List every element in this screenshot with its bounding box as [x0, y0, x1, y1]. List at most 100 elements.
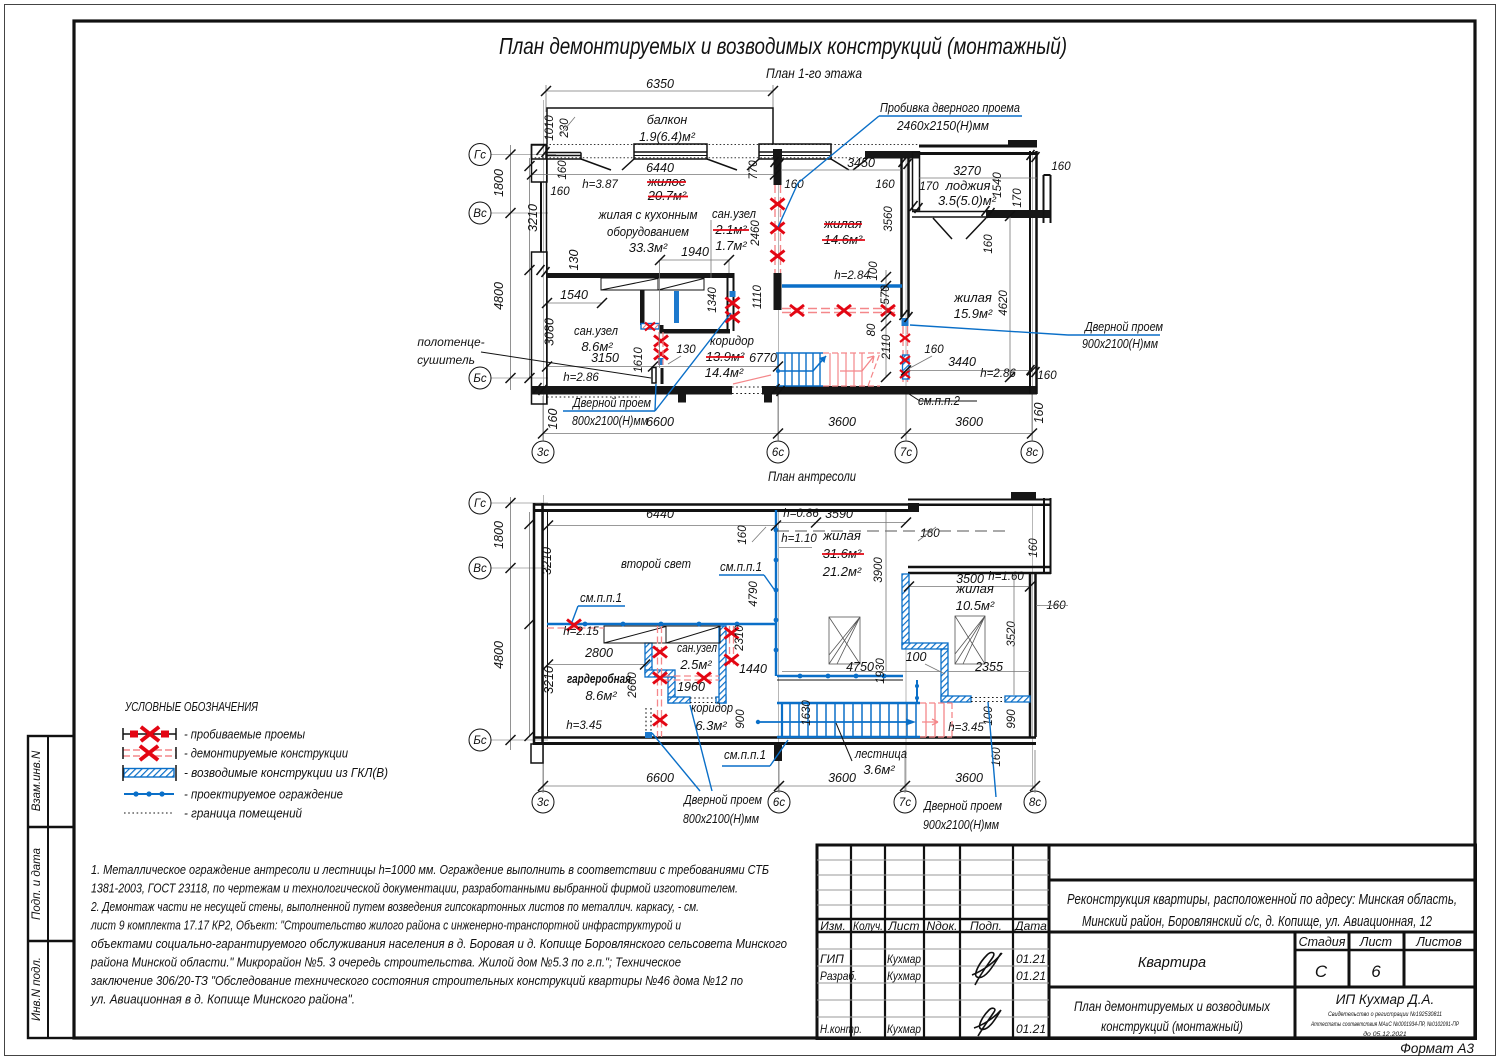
svg-text:160: 160	[1032, 403, 1046, 424]
svg-text:h=3.45: h=3.45	[566, 720, 602, 732]
svg-text:900х2100(Н)мм: 900х2100(Н)мм	[1082, 336, 1158, 351]
svg-text:ГИП: ГИП	[820, 952, 844, 966]
svg-text:Н.контр.: Н.контр.	[820, 1022, 862, 1036]
svg-text:770: 770	[748, 160, 760, 180]
svg-text:1.7м²: 1.7м²	[715, 238, 747, 253]
svg-text:7с: 7с	[899, 797, 911, 809]
svg-text:Гс: Гс	[474, 498, 486, 510]
svg-text:80: 80	[866, 323, 878, 336]
svg-text:6600: 6600	[646, 771, 674, 785]
svg-text:6770: 6770	[749, 351, 777, 365]
svg-text:конструкций (монтажный): конструкций (монтажный)	[1101, 1019, 1243, 1034]
svg-text:1110: 1110	[752, 284, 764, 308]
svg-text:8.6м²: 8.6м²	[585, 688, 617, 703]
svg-text:h=2.84: h=2.84	[834, 270, 870, 282]
svg-text:130: 130	[676, 344, 696, 356]
svg-text:900: 900	[735, 709, 747, 729]
svg-text:Дверной проем: Дверной проем	[571, 395, 651, 410]
svg-text:Вс: Вс	[473, 563, 487, 575]
svg-text:План антресоли: План антресоли	[768, 468, 856, 484]
svg-text:2460: 2460	[750, 220, 762, 247]
svg-text:План 1-го этажа: План 1-го этажа	[766, 65, 862, 81]
svg-text:4800: 4800	[492, 282, 506, 310]
svg-text:2.5м²: 2.5м²	[679, 657, 712, 672]
svg-text:20.7м²: 20.7м²	[647, 188, 687, 203]
svg-text:ул. Авиационная в д. Копище Ми: ул. Авиационная в д. Копище Минского рай…	[90, 992, 355, 1007]
svg-text:Квартира: Квартира	[1138, 955, 1206, 971]
svg-text:900х2100(Н)мм: 900х2100(Н)мм	[923, 817, 999, 832]
svg-text:лист 9 комплекта 17.17 КР2, О: лист 9 комплекта 17.17 КР2, Объект: "Стр…	[90, 918, 681, 933]
svg-text:ИП Кухмар Д.А.: ИП Кухмар Д.А.	[1336, 992, 1435, 1007]
svg-text:УСЛОВНЫЕ ОБОЗНАЧЕНИЯ: УСЛОВНЫЕ ОБОЗНАЧЕНИЯ	[124, 699, 258, 714]
svg-text:3080: 3080	[543, 318, 557, 346]
svg-text:сан.узел: сан.узел	[712, 206, 757, 221]
svg-text:Дата: Дата	[1013, 919, 1047, 933]
svg-text:1800: 1800	[492, 169, 506, 197]
svg-text:3600: 3600	[955, 771, 983, 785]
svg-text:800х2100(Н)мм: 800х2100(Н)мм	[683, 811, 759, 826]
svg-text:3270: 3270	[953, 164, 981, 178]
svg-text:оборудованием: оборудованием	[607, 224, 689, 239]
svg-text:h=2.86: h=2.86	[980, 368, 1016, 380]
svg-text:h=3.45: h=3.45	[948, 722, 984, 734]
svg-text:1540: 1540	[560, 288, 588, 302]
svg-text:- граница помещений: - граница помещений	[184, 807, 302, 821]
svg-text:4620: 4620	[998, 290, 1010, 316]
svg-text:h=2.86: h=2.86	[563, 372, 599, 384]
svg-text:Кухмар: Кухмар	[887, 969, 921, 983]
svg-text:второй свет: второй свет	[621, 556, 691, 571]
svg-text:жилая с кухонным: жилая с кухонным	[598, 207, 698, 222]
svg-text:10.5м²: 10.5м²	[956, 598, 995, 613]
svg-text:160: 160	[920, 528, 940, 540]
svg-text:3150: 3150	[591, 351, 619, 365]
svg-text:Листов: Листов	[1415, 935, 1462, 949]
svg-text:7с: 7с	[900, 447, 912, 459]
svg-text:2800: 2800	[584, 646, 613, 660]
svg-text:1630: 1630	[801, 700, 813, 726]
svg-text:3600: 3600	[828, 771, 856, 785]
svg-text:6с: 6с	[773, 797, 785, 809]
svg-text:см.п.п.1: см.п.п.1	[580, 590, 622, 605]
svg-text:1610: 1610	[633, 347, 645, 373]
svg-text:Аттестаты соответствия МАиС №0: Аттестаты соответствия МАиС №0001934-ПР,…	[1310, 1021, 1459, 1028]
svg-text:160: 160	[737, 525, 749, 545]
svg-text:h=1.10: h=1.10	[781, 533, 817, 545]
svg-text:1440: 1440	[739, 662, 767, 676]
svg-text:Гс: Гс	[474, 150, 486, 162]
svg-text:План демонтируемых и возводимы: План демонтируемых и возводимых конструк…	[499, 33, 1067, 59]
svg-text:3600: 3600	[955, 415, 983, 429]
svg-text:1340: 1340	[707, 287, 719, 313]
svg-text:160: 160	[991, 747, 1003, 767]
svg-text:3с: 3с	[537, 797, 549, 809]
svg-text:160: 160	[1028, 538, 1040, 558]
svg-text:21.2м²: 21.2м²	[822, 564, 862, 579]
svg-text:160: 160	[875, 179, 895, 191]
svg-text:1930: 1930	[875, 658, 887, 684]
svg-text:Бс: Бс	[473, 735, 486, 747]
svg-text:3с: 3с	[537, 447, 549, 459]
svg-text:160: 160	[1046, 600, 1066, 612]
svg-text:3600: 3600	[828, 415, 856, 429]
svg-text:2310: 2310	[734, 625, 746, 652]
svg-text:1960: 1960	[677, 680, 705, 694]
svg-text:01.21: 01.21	[1016, 952, 1046, 966]
svg-text:3210: 3210	[526, 204, 540, 232]
svg-text:3450: 3450	[847, 156, 875, 170]
svg-text:2660: 2660	[627, 672, 639, 699]
svg-text:6350: 6350	[646, 77, 674, 91]
svg-text:Взам.инв.N: Взам.инв.N	[31, 750, 43, 811]
svg-text:жилая: жилая	[822, 528, 861, 543]
svg-text:8с: 8с	[1029, 797, 1041, 809]
svg-text:Дверной проем: Дверной проем	[922, 798, 1002, 813]
svg-text:160: 160	[983, 234, 995, 254]
svg-text:объектами социально-гарантируе: объектами социально-гарантируемого обслу…	[91, 936, 787, 951]
svg-text:160: 160	[546, 409, 560, 430]
svg-text:3500: 3500	[956, 572, 984, 586]
svg-text:Реконструкция квартиры, распол: Реконструкция квартиры, расположенной по…	[1067, 892, 1457, 908]
svg-text:сан.узел: сан.узел	[677, 640, 718, 655]
svg-text:жилая: жилая	[953, 290, 992, 305]
svg-text:Лист: Лист	[888, 919, 920, 933]
svg-text:1. Металлическое ограждение ан: 1. Металлическое ограждение антресоли и …	[91, 862, 769, 877]
svg-text:лестница: лестница	[854, 746, 907, 761]
svg-text:Изм.: Изм.	[820, 919, 846, 933]
